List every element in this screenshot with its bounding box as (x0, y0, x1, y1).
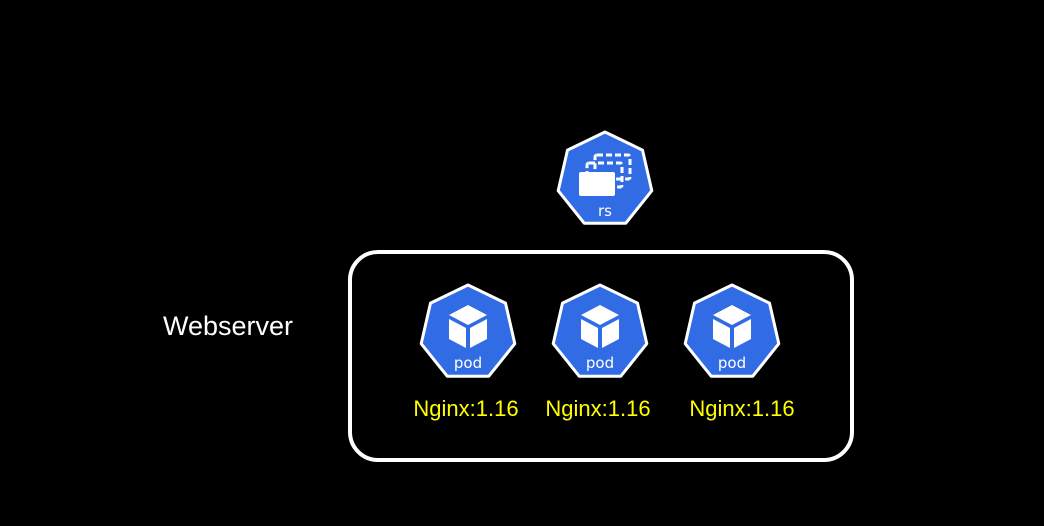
replicaset-icon (556, 130, 654, 225)
pod-node-1: pod (418, 283, 518, 383)
pod-version-label-2: Nginx:1.16 (545, 396, 651, 421)
webserver-label: Webserver (163, 311, 294, 341)
pod-node-3: pod (682, 283, 782, 383)
pod-label: pod (453, 354, 483, 372)
pod-version-label-1: Nginx:1.16 (413, 396, 519, 421)
replicaset-label: rs (598, 202, 612, 220)
pod-cube-icon (419, 283, 517, 378)
pod-label: pod (717, 354, 747, 372)
webserver-group-box (348, 250, 854, 462)
pod-cube-icon (551, 283, 649, 378)
replicaset-node: rs (555, 130, 655, 230)
pod-node-2: pod (550, 283, 650, 383)
pod-version-label-3: Nginx:1.16 (689, 396, 795, 421)
pod-label: pod (585, 354, 615, 372)
pod-cube-icon (683, 283, 781, 378)
